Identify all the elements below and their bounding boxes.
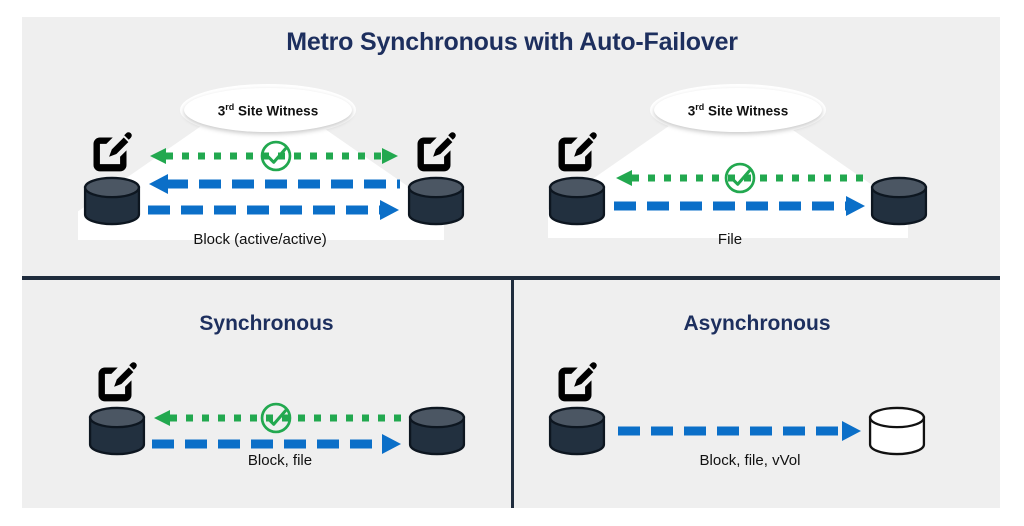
caption-asynchronous: Block, file, vVol	[699, 452, 801, 469]
check-circle-icon	[258, 138, 294, 174]
edit-write-icon	[553, 132, 597, 176]
edit-write-icon	[412, 132, 456, 176]
witness-label-block: 3rd Site Witness	[217, 101, 319, 119]
witness-label-file: 3rd Site Witness	[687, 101, 789, 119]
storage-cylinder-icon	[406, 406, 468, 456]
check-circle-icon	[722, 160, 758, 196]
flow-arrow-ack-right-to-left-sync	[154, 410, 402, 426]
edit-write-icon	[88, 132, 132, 176]
flow-arrow-replication-right-to-left-block	[149, 174, 400, 194]
page-title: Metro Synchronous with Auto-Failover	[286, 28, 738, 56]
storage-cylinder-icon	[546, 176, 608, 226]
section-divider-horizontal	[22, 276, 1000, 280]
caption-file: File	[717, 231, 743, 248]
caption-synchronous: Block, file	[247, 452, 313, 469]
witness-bubble-file: 3rd Site Witness	[654, 88, 822, 132]
flow-arrow-replication-left-to-right-sync	[152, 434, 401, 454]
caption-block: Block (active/active)	[193, 231, 327, 248]
flow-arrow-replication-left-to-right-file	[614, 196, 865, 216]
check-circle-icon	[258, 400, 294, 436]
flow-arrow-witness-ack-block	[150, 148, 398, 164]
edit-write-icon	[553, 362, 597, 406]
storage-cylinder-icon	[868, 176, 930, 226]
storage-cylinder-icon	[86, 406, 148, 456]
storage-cylinder-icon	[81, 176, 143, 226]
section-title-synchronous: Synchronous	[199, 312, 334, 335]
flow-arrow-replication-left-to-right-block	[148, 200, 399, 220]
section-divider-vertical	[511, 280, 514, 508]
section-title-asynchronous: Asynchronous	[683, 312, 831, 335]
flow-arrow-replication-left-to-right-async	[618, 421, 861, 441]
flow-arrow-witness-ack-file	[616, 170, 866, 186]
witness-bubble-block: 3rd Site Witness	[184, 88, 352, 132]
edit-write-icon	[93, 362, 137, 406]
storage-cylinder-icon	[866, 406, 928, 456]
storage-cylinder-icon	[546, 406, 608, 456]
storage-cylinder-icon	[405, 176, 467, 226]
